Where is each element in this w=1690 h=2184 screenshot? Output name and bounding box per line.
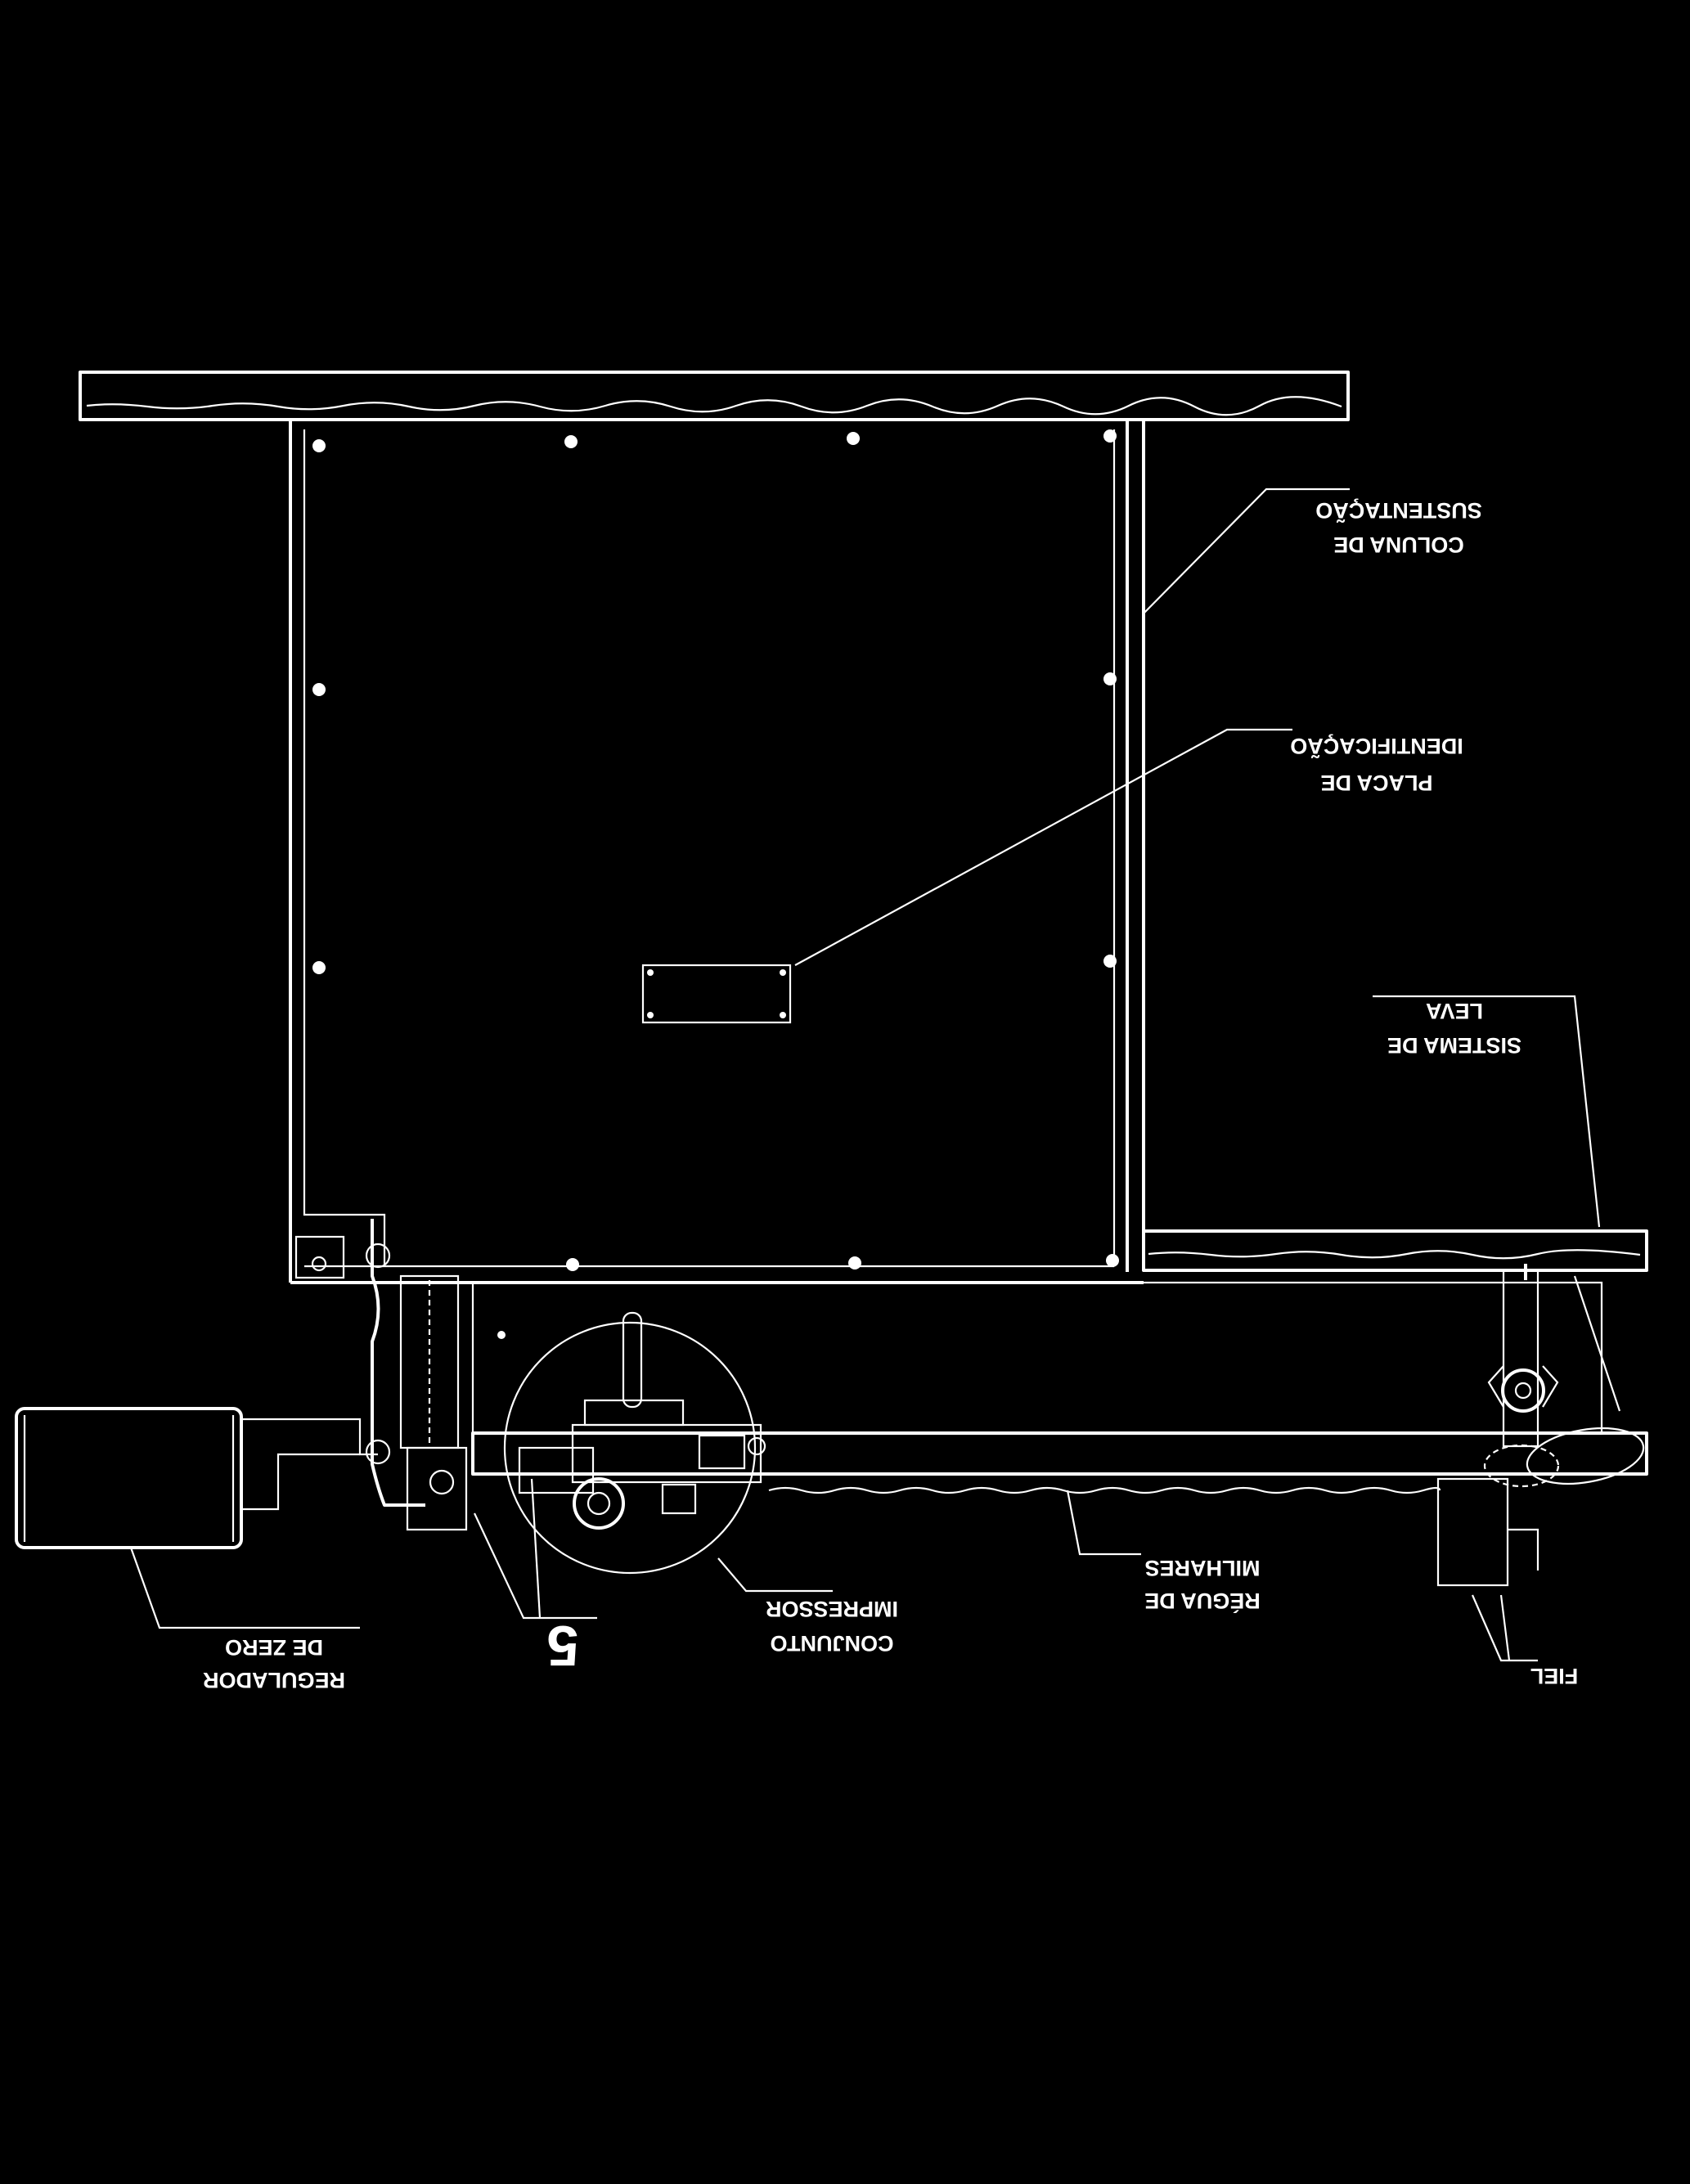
label-sistema-line1: LEVA: [1426, 999, 1483, 1023]
printer-assembly: [503, 1311, 766, 1575]
label-regulador-line2: REGULADOR: [203, 1668, 345, 1692]
label-regulador-line1: DE ZERO: [225, 1635, 323, 1660]
leader-lines: [129, 488, 1621, 1662]
label-item-5-text: 5: [547, 1614, 579, 1678]
label-regua-line2: RÉGUA DE: [1144, 1589, 1261, 1614]
lever-arm: [1142, 1229, 1648, 1272]
label-regulador: DE ZERO REGULADOR: [203, 1635, 345, 1692]
main-housing: [289, 420, 1145, 1284]
label-regua: MILHARES RÉGUA DE: [1144, 1556, 1261, 1614]
label-fiel-text: FIEL: [1530, 1664, 1579, 1688]
label-conjunto-line2: CONJUNTO: [770, 1631, 893, 1656]
label-sistema: LEVA SISTEMA DE: [1387, 999, 1521, 1058]
label-placa: IDENTIFICAÇÃO PLACA DE: [1290, 734, 1463, 795]
pointer-fiel: [1436, 1264, 1645, 1587]
label-sistema-line2: SISTEMA DE: [1387, 1033, 1521, 1058]
top-beam: [79, 371, 1350, 421]
label-coluna: SUSTENTAÇÃO COLUNA DE: [1315, 498, 1482, 557]
zero-regulator: [15, 1219, 468, 1549]
label-coluna-line1: SUSTENTAÇÃO: [1315, 498, 1482, 524]
label-item-5: 5: [547, 1614, 579, 1678]
label-placa-line1: IDENTIFICAÇÃO: [1290, 734, 1463, 759]
label-placa-line2: PLACA DE: [1320, 771, 1432, 795]
label-fiel: FIEL: [1530, 1664, 1579, 1688]
label-coluna-line2: COLUNA DE: [1333, 533, 1464, 557]
identification-plate: [641, 964, 792, 1024]
label-regua-line1: MILHARES: [1145, 1556, 1261, 1580]
label-conjunto-line1: IMPRESSOR: [766, 1597, 898, 1621]
label-conjunto: IMPRESSOR CONJUNTO: [766, 1597, 898, 1656]
